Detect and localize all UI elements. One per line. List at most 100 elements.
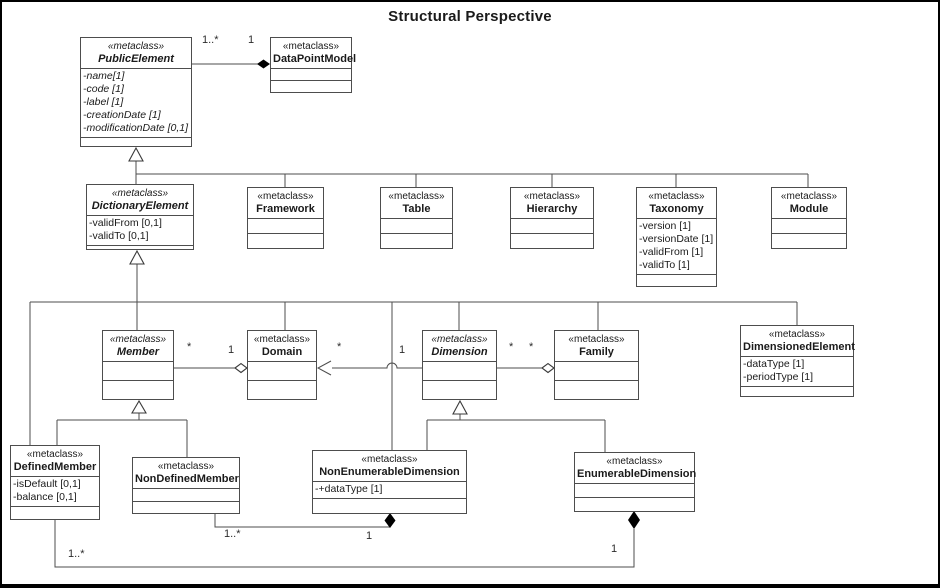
operations-compartment [271, 80, 351, 92]
composition-route-nondefinedmember [214, 514, 390, 528]
class-hierarchy: «metaclass» Hierarchy [510, 187, 594, 249]
attribute: -isDefault [0,1] [13, 478, 81, 490]
class-member: «metaclass» Member [102, 330, 174, 400]
generalization-bus-dimension [426, 414, 606, 452]
operations-compartment [741, 386, 853, 396]
stereotype-label: «metaclass» [768, 329, 826, 340]
generalization-bus-publicelement [135, 161, 809, 187]
operations-compartment [248, 380, 316, 399]
stereotype-label: «metaclass» [606, 456, 663, 467]
class-name: DimensionedElement [743, 341, 855, 353]
attribute: -modificationDate [0,1] [83, 122, 189, 134]
class-dimensioned-element: «metaclass» DimensionedElement -dataType… [740, 325, 855, 397]
attributes-compartment [248, 361, 316, 380]
attributes-compartment: -version [1] -versionDate [1] -validFrom… [637, 218, 716, 274]
class-non-defined-member: «metaclass» NonDefinedMember [132, 457, 240, 514]
stereotype-label: «metaclass» [388, 191, 445, 202]
class-defined-member: «metaclass» DefinedMember -isDefault [0,… [10, 445, 100, 520]
multiplicity-label: 1 [228, 344, 235, 356]
stereotype-label: «metaclass» [111, 188, 169, 199]
generalization-triangle-icon [128, 146, 144, 162]
attributes-compartment: -validFrom [0,1] -validTo [0,1] [87, 215, 193, 245]
class-name: Domain [261, 346, 303, 358]
class-taxonomy: «metaclass» Taxonomy -version [1] -versi… [636, 187, 717, 287]
class-name: Member [116, 346, 160, 358]
composition-diamond-icon [384, 513, 396, 528]
stereotype-label: «metaclass» [648, 191, 705, 202]
class-name: DefinedMember [13, 461, 97, 473]
attribute: -creationDate [1] [83, 109, 161, 121]
attributes-compartment [575, 483, 694, 497]
attributes-compartment [381, 218, 452, 233]
class-enumerable-dimension: «metaclass» EnumerableDimension [574, 452, 697, 512]
attributes-compartment [248, 218, 323, 233]
attributes-compartment [511, 218, 593, 233]
class-name: Module [789, 203, 829, 215]
attributes-compartment: -name[1] -code [1] -label [1] -creationD… [81, 68, 191, 137]
multiplicity-label: 1..* [68, 548, 85, 560]
aggregation-diamond-icon [541, 362, 555, 374]
multiplicity-label: 1..* [224, 528, 241, 540]
attribute: -validTo [1] [639, 259, 690, 271]
class-name: Dimension [431, 346, 488, 358]
attributes-compartment: -dataType [1] -periodType [1] [741, 356, 853, 386]
operations-compartment [103, 380, 173, 399]
attributes-compartment [772, 218, 846, 233]
attribute: -name[1] [83, 70, 125, 82]
attribute: -version [1] [639, 220, 691, 232]
attribute: -validFrom [0,1] [89, 217, 162, 229]
class-dictionary-element: «metaclass» DictionaryElement -validFrom… [86, 184, 194, 250]
class-name: PublicElement [98, 53, 174, 65]
attribute: -periodType [1] [743, 371, 814, 383]
stereotype-label: «metaclass» [431, 334, 488, 345]
multiplicity-label: 1 [399, 344, 406, 356]
class-name: NonEnumerableDimension [319, 466, 460, 478]
attribute: -versionDate [1] [639, 233, 714, 245]
attribute: -code [1] [83, 83, 124, 95]
multiplicity-label: * [187, 341, 192, 353]
attribute: -+dataType [1] [315, 483, 383, 495]
class-domain: «metaclass» Domain [247, 330, 317, 400]
attributes-compartment: -isDefault [0,1] -balance [0,1] [11, 476, 99, 506]
attributes-compartment [103, 361, 173, 380]
open-arrow-icon [316, 360, 332, 376]
class-name: DataPointModel [273, 53, 357, 65]
operations-compartment [11, 506, 99, 519]
class-public-element: «metaclass» PublicElement -name[1] -code… [80, 37, 192, 147]
stereotype-label: «metaclass» [282, 41, 340, 52]
operations-compartment [313, 498, 466, 513]
multiplicity-label: 1 [366, 530, 373, 542]
operations-compartment [248, 233, 323, 248]
operations-compartment [511, 233, 593, 248]
class-table: «metaclass» Table [380, 187, 453, 249]
class-name: Family [579, 346, 614, 358]
stereotype-label: «metaclass» [253, 334, 311, 345]
composition-diamond-icon [628, 511, 640, 529]
stereotype-label: «metaclass» [157, 461, 215, 472]
class-dimension: «metaclass» Dimension [422, 330, 497, 400]
attributes-compartment [271, 68, 351, 80]
generalization-triangle-icon [131, 399, 147, 414]
association-dimension-domain [332, 362, 422, 369]
multiplicity-label: * [509, 341, 514, 353]
class-non-enumerable-dimension: «metaclass» NonEnumerableDimension -+dat… [312, 450, 467, 514]
operations-compartment [81, 137, 191, 146]
attributes-compartment [423, 361, 496, 380]
composition-route-definedmember [54, 520, 635, 568]
attributes-compartment [133, 488, 239, 501]
operations-compartment [772, 233, 846, 248]
composition-diamond-icon [257, 59, 270, 69]
attributes-compartment [555, 361, 638, 380]
class-name: Framework [256, 203, 315, 215]
aggregation-diamond-icon [234, 362, 248, 374]
operations-compartment [637, 274, 716, 286]
attributes-compartment: -+dataType [1] [313, 481, 466, 498]
stereotype-label: «metaclass» [780, 191, 838, 202]
stereotype-label: «metaclass» [26, 449, 84, 460]
stereotype-label: «metaclass» [257, 191, 314, 202]
class-name: DictionaryElement [91, 200, 189, 212]
diagram-title: Structural Perspective [388, 8, 552, 25]
class-name: EnumerableDimension [577, 468, 697, 480]
class-data-point-model: «metaclass» DataPointModel [270, 37, 357, 93]
